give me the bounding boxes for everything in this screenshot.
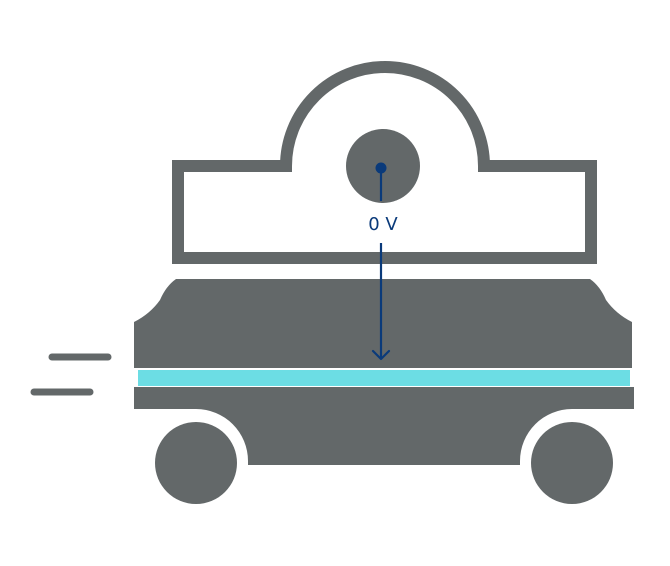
chassis — [196, 409, 572, 465]
right-wheel — [531, 422, 613, 504]
voltage-arrow: 0 V — [368, 162, 398, 361]
top-housing-outline — [172, 61, 597, 264]
cyan-band — [138, 370, 630, 386]
lower-bumper — [134, 387, 634, 409]
voltage-label: 0 V — [368, 214, 398, 235]
left-wheel — [155, 422, 237, 504]
arrow-head-icon — [371, 349, 391, 361]
upper-body — [134, 279, 632, 368]
motion-lines — [30, 353, 112, 396]
